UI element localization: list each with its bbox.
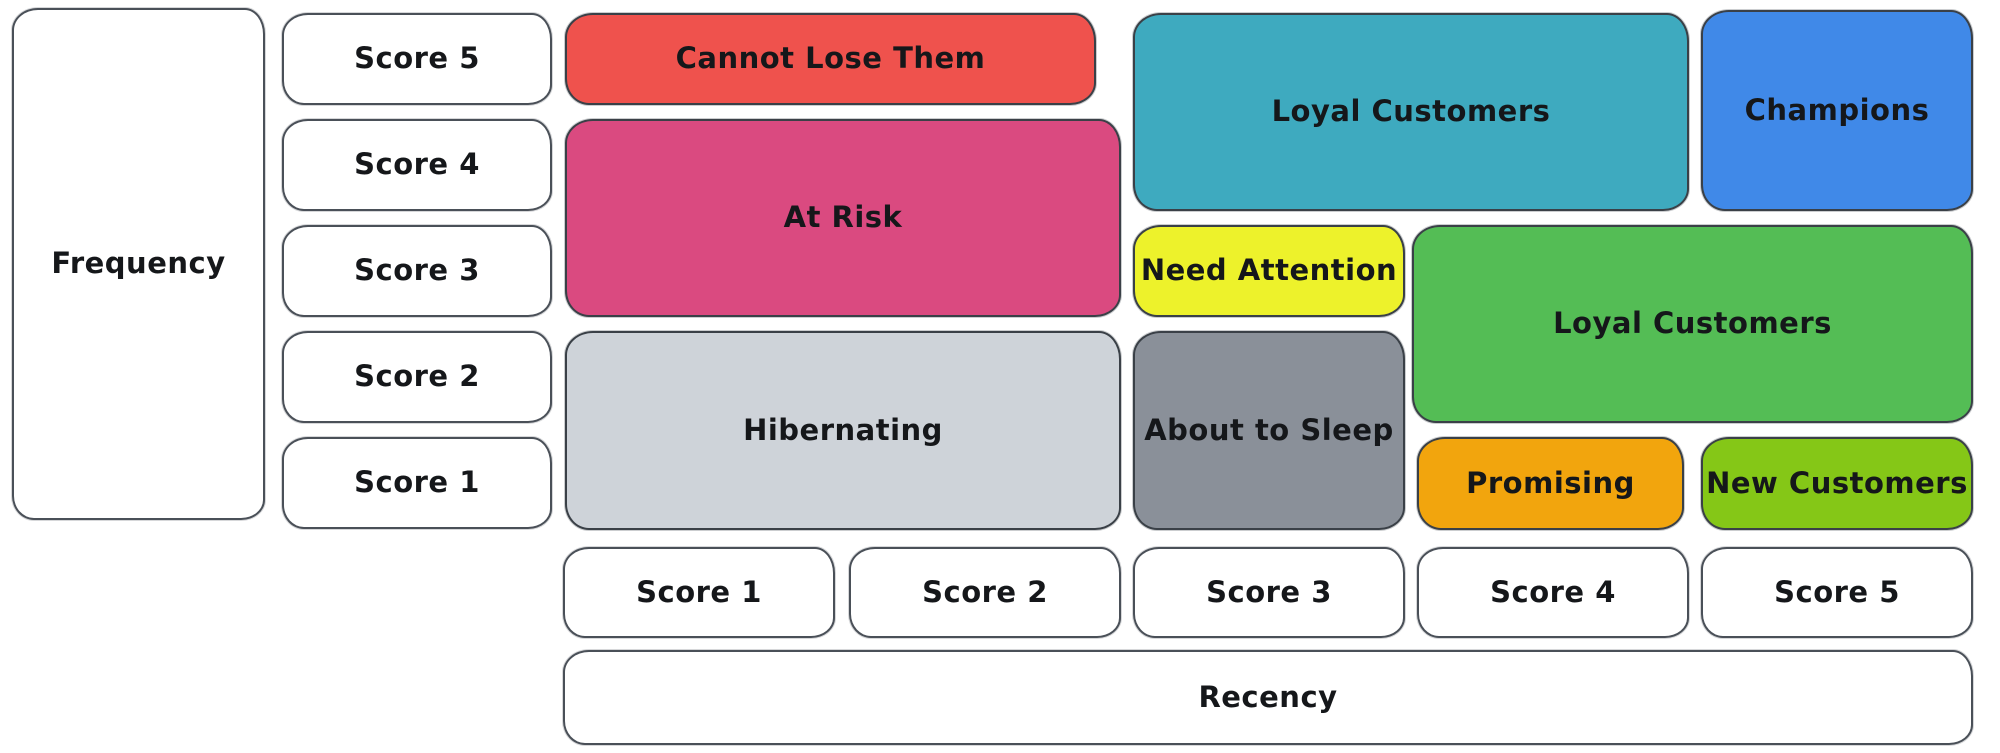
recency-score-4-box: Score 4 <box>1417 547 1689 638</box>
recency-score-1-label: Score 1 <box>636 574 762 609</box>
frequency-score-3-box: Score 3 <box>282 225 552 317</box>
segment-about-to-sleep: About to Sleep <box>1133 331 1405 530</box>
segment-label: Hibernating <box>743 412 943 447</box>
recency-score-5-label: Score 5 <box>1774 574 1900 609</box>
segment-loyal-customers-upper: Loyal Customers <box>1133 13 1689 211</box>
segment-label: Loyal Customers <box>1271 94 1551 129</box>
segment-label: At Risk <box>783 200 903 235</box>
frequency-score-2-box: Score 2 <box>282 331 552 423</box>
segment-label: New Customers <box>1706 465 1968 500</box>
segment-at-risk: At Risk <box>565 119 1121 317</box>
frequency-score-5-box: Score 5 <box>282 13 552 105</box>
segment-label: Promising <box>1466 465 1635 500</box>
segment-loyal-customers-lower: Loyal Customers <box>1412 225 1973 423</box>
segment-label: About to Sleep <box>1144 412 1394 447</box>
frequency-score-4-label: Score 4 <box>354 147 480 182</box>
frequency-axis-box: Frequency <box>12 8 265 520</box>
recency-axis-label: Recency <box>1198 679 1338 714</box>
segment-cannot-lose-them: Cannot Lose Them <box>565 13 1096 105</box>
recency-score-2-label: Score 2 <box>922 574 1048 609</box>
recency-axis-box: Recency <box>563 650 1973 745</box>
segment-hibernating: Hibernating <box>565 331 1121 530</box>
frequency-score-1-label: Score 1 <box>354 465 480 500</box>
segment-new-customers: New Customers <box>1701 437 1973 530</box>
segment-champions: Champions <box>1701 10 1973 211</box>
frequency-score-3-label: Score 3 <box>354 253 480 288</box>
segment-label: Need Attention <box>1140 253 1398 288</box>
frequency-score-1-box: Score 1 <box>282 437 552 529</box>
recency-score-3-label: Score 3 <box>1206 574 1332 609</box>
segment-label: Loyal Customers <box>1553 306 1832 341</box>
segment-need-attention: Need Attention <box>1133 225 1405 317</box>
frequency-score-2-label: Score 2 <box>354 359 480 394</box>
recency-score-5-box: Score 5 <box>1701 547 1973 638</box>
segment-promising: Promising <box>1417 437 1684 530</box>
frequency-score-5-label: Score 5 <box>354 41 480 76</box>
frequency-axis-label: Frequency <box>51 246 226 281</box>
segment-label: Cannot Lose Them <box>675 41 986 76</box>
recency-score-1-box: Score 1 <box>563 547 835 638</box>
frequency-score-4-box: Score 4 <box>282 119 552 211</box>
recency-score-4-label: Score 4 <box>1490 574 1616 609</box>
recency-score-2-box: Score 2 <box>849 547 1121 638</box>
recency-score-3-box: Score 3 <box>1133 547 1405 638</box>
segment-label: Champions <box>1744 92 1930 127</box>
